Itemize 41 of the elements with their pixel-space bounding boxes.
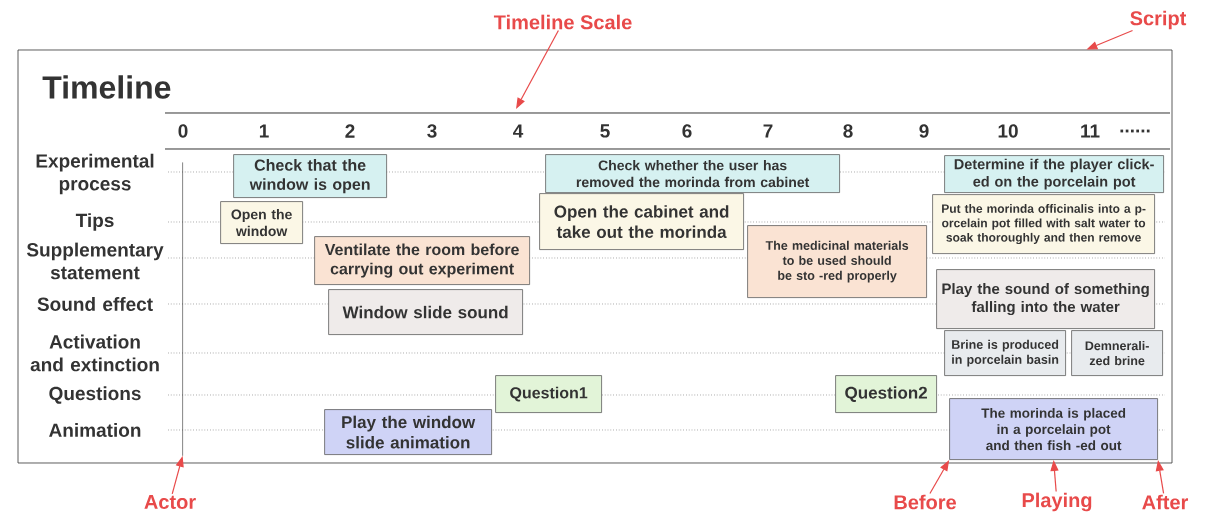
event-box: Open the cabinet and take out the morinda: [539, 193, 744, 250]
tick-label: 11: [1081, 124, 1100, 138]
annotation-label: Actor: [144, 495, 196, 509]
tick-label: 3: [427, 124, 437, 138]
row-label: Supplementary statement: [26, 242, 164, 280]
tick-label: 0: [178, 124, 188, 138]
event-box: Brine is produced in porcelain basin: [944, 330, 1066, 376]
event-box: The medicinal materials to be used should be sto -red properly: [747, 225, 927, 298]
annotation-label: Script: [1130, 10, 1187, 30]
annotation-label: After: [1142, 494, 1189, 510]
tick-label: 10: [998, 124, 1018, 138]
event-box: Check whether the user has removed the morinda from cabinet: [545, 154, 840, 193]
event-box: Put the morinda officinalis into a p- orcelain pot filled with salt water to soak thoroughly and then remove: [932, 194, 1155, 254]
row-label: Activation and extinction: [30, 334, 159, 372]
tick-label: 4: [513, 124, 524, 138]
event-box: Play the sound of something falling into the water: [936, 269, 1155, 329]
annotation-label: Playing: [1022, 492, 1092, 512]
tick-label: 8: [843, 124, 853, 138]
tick-label: 9: [919, 124, 929, 138]
event-box: Window slide sound: [328, 289, 523, 335]
event-box: Open the window: [220, 201, 303, 244]
annotation-label: Before: [894, 494, 956, 510]
actor-line: [182, 162, 183, 457]
tick-label: 6: [682, 124, 692, 138]
row-label: Experimental process: [36, 153, 154, 195]
leader-arrow: [516, 29, 559, 109]
event-box: Ventilate the room before carrying out experiment: [314, 236, 530, 285]
tick-label: 5: [600, 124, 610, 138]
event-box: Question1: [495, 375, 602, 413]
event-box: Play the window slide animation: [324, 409, 492, 455]
event-box: Check that the window is open: [233, 154, 387, 198]
row-label: Tips: [75, 213, 114, 231]
row-label: Questions: [49, 386, 141, 404]
row-label: Sound effect: [37, 297, 153, 311]
event-box: Demnerali- zed brine: [1071, 330, 1163, 376]
event-box: Determine if the player click- ed on the porcelain pot: [944, 155, 1164, 193]
event-box: The morinda is placed in a porcelain pot and then fish -ed out: [949, 398, 1158, 460]
tick-label: ......: [1120, 129, 1150, 133]
event-box: Question2: [835, 375, 937, 413]
row-label: Animation: [49, 423, 141, 437]
annotation-label: Timeline Scale: [493, 14, 632, 30]
